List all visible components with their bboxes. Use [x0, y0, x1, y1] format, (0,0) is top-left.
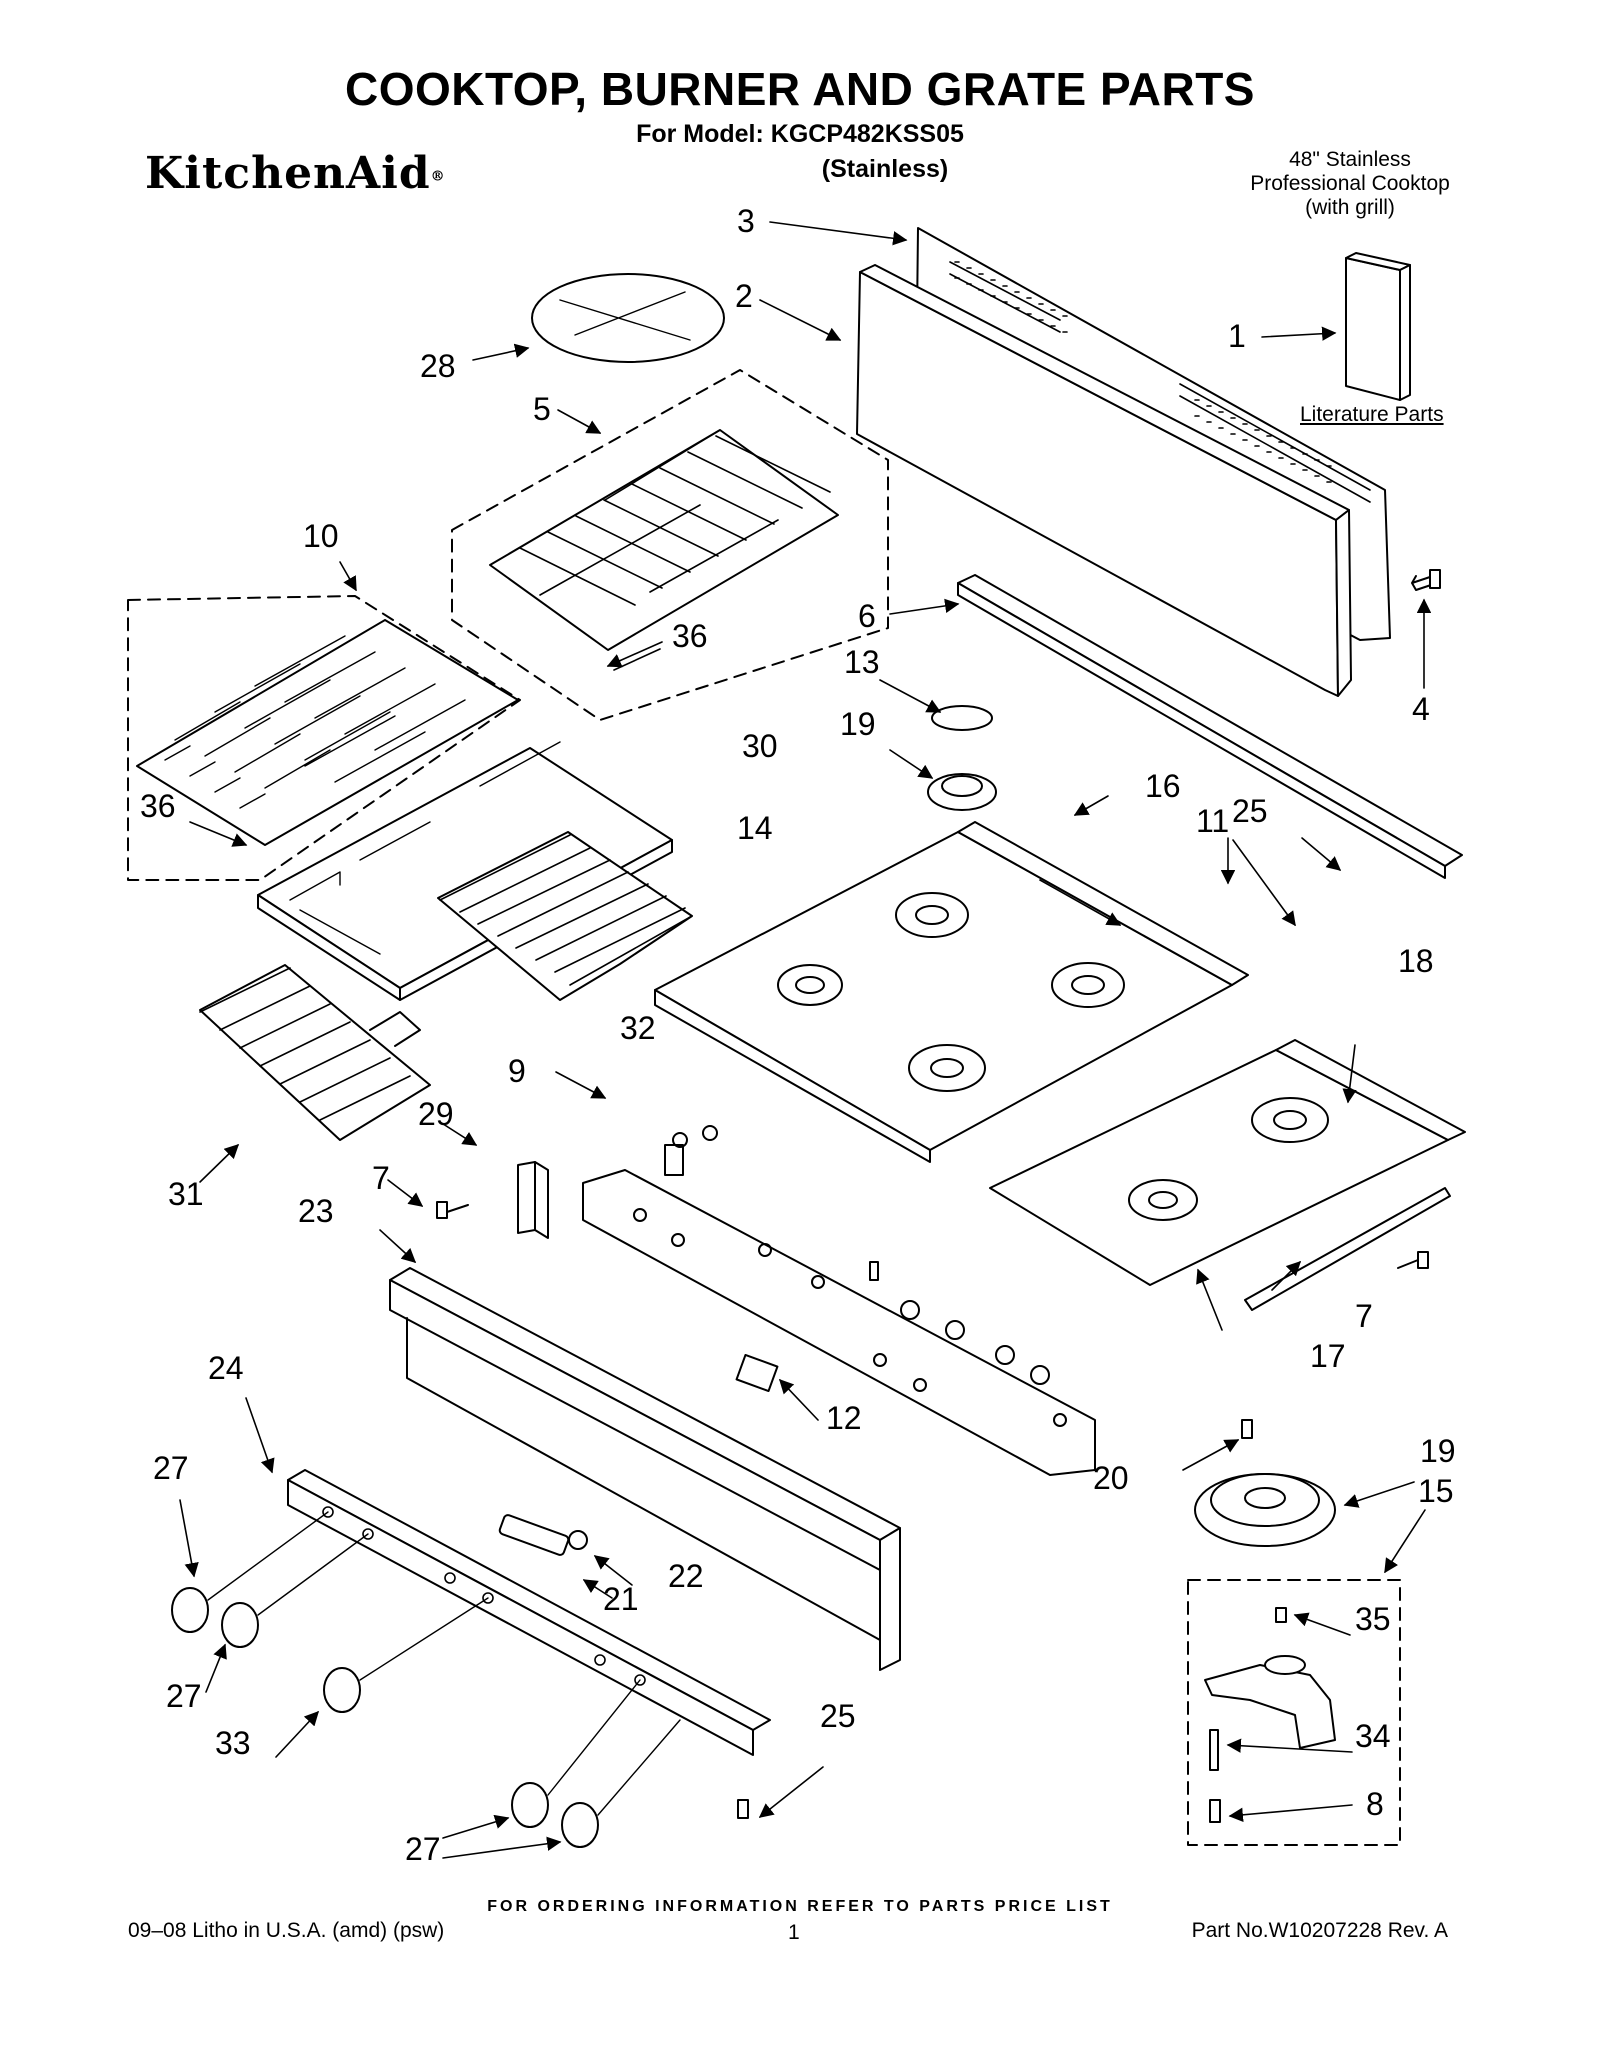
- page-title: COOKTOP, BURNER AND GRATE PARTS: [344, 63, 1255, 115]
- callout-24: 24: [208, 1350, 244, 1386]
- page-number: 1: [788, 1921, 800, 1944]
- registered-mark: ®: [430, 168, 446, 185]
- backguard: [856, 261, 1352, 697]
- callout-5: 5: [533, 391, 551, 427]
- callout-23: 23: [298, 1193, 334, 1229]
- manifold-bracket: [582, 1125, 1096, 1476]
- product-line-3: (with grill): [1305, 196, 1395, 219]
- callout-7-left: 7: [372, 1160, 390, 1196]
- leader-lines: [179, 221, 1432, 1859]
- burner-valve-assembly: [1187, 1579, 1401, 1846]
- callout-29: 29: [418, 1096, 454, 1132]
- callout-17: 17: [1310, 1338, 1346, 1374]
- spark-module: [517, 1161, 549, 1239]
- burner-head-upper: [927, 773, 997, 811]
- callout-6: 6: [858, 598, 876, 634]
- rivet: [568, 1530, 588, 1550]
- callout-20: 20: [1093, 1460, 1129, 1496]
- litho-info: 09–08 Litho in U.S.A. (amd) (psw): [128, 1919, 445, 1942]
- callout-34: 34: [1355, 1718, 1391, 1754]
- cooktop-main-panel: [654, 821, 1249, 1163]
- flavor-generator-bars: [437, 831, 693, 1001]
- callout-30: 30: [742, 728, 778, 764]
- callout-19-upper: 19: [840, 706, 876, 742]
- product-line-2: Professional Cooktop: [1250, 172, 1450, 195]
- callout-33: 33: [215, 1725, 251, 1761]
- burner-grates: [451, 369, 889, 721]
- callout-9: 9: [508, 1053, 526, 1089]
- callout-18: 18: [1398, 943, 1434, 979]
- callout-10: 10: [303, 518, 339, 554]
- callout-25-lower: 25: [820, 1698, 856, 1734]
- side-trim-strip: [1244, 1187, 1451, 1311]
- brand-logo: KitchenAid®: [145, 148, 446, 199]
- part-number: Part No.W10207228 Rev. A: [1191, 1919, 1448, 1942]
- brand-name: KitchenAid: [145, 148, 431, 199]
- callout-21: 21: [603, 1581, 639, 1617]
- grill-disk: [531, 273, 725, 363]
- literature-booklet: [1345, 252, 1411, 401]
- callout-35: 35: [1355, 1601, 1391, 1637]
- product-description: 48" Stainless Professional Cooktop (with…: [1220, 148, 1480, 220]
- callout-1: 1: [1228, 318, 1246, 354]
- callout-4: 4: [1412, 691, 1430, 727]
- callout-2: 2: [735, 278, 753, 314]
- finish-label: (Stainless): [821, 155, 949, 183]
- control-knobs: [171, 1511, 681, 1848]
- control-panel-housing: [389, 1267, 901, 1671]
- callout-31: 31: [168, 1176, 204, 1212]
- callout-22: 22: [668, 1558, 704, 1594]
- literature-parts-label: Literature Parts: [1300, 403, 1444, 426]
- callout-11: 11: [1196, 803, 1230, 839]
- ordering-info: FOR ORDERING INFORMATION REFER TO PARTS …: [487, 1898, 1113, 1915]
- callout-27-b: 27: [166, 1678, 202, 1714]
- callout-36-upper: 36: [672, 618, 708, 654]
- product-line-1: 48" Stainless: [1289, 148, 1411, 171]
- callout-12: 12: [826, 1400, 862, 1436]
- callout-27-a: 27: [153, 1450, 189, 1486]
- ignition-plate: [735, 1353, 779, 1393]
- indicator-lens: [498, 1514, 570, 1556]
- callout-7-right: 7: [1355, 1298, 1373, 1334]
- callout-27-c: 27: [405, 1831, 441, 1867]
- callout-25-upper: 25: [1232, 793, 1268, 829]
- control-panel: [287, 1469, 771, 1756]
- callout-14: 14: [737, 810, 773, 846]
- callout-13: 13: [844, 644, 880, 680]
- callout-3: 3: [737, 203, 755, 239]
- screw-7-right: [1397, 1251, 1429, 1269]
- callout-28: 28: [420, 348, 456, 384]
- callout-36-lower: 36: [140, 788, 176, 824]
- burner-cap: [931, 705, 993, 731]
- screw-4: [1411, 569, 1441, 591]
- callout-16: 16: [1145, 768, 1181, 804]
- screw-7-left: [436, 1201, 469, 1219]
- model-number: For Model: KGCP482KSS05: [636, 120, 964, 148]
- grill-grate: [127, 595, 521, 881]
- cooktop-side-panel: [989, 1039, 1466, 1286]
- callout-8: 8: [1366, 1786, 1384, 1822]
- flavor-bars-loose: [199, 964, 431, 1141]
- screw-20: [1241, 1419, 1253, 1439]
- screw-25-lower: [737, 1799, 749, 1819]
- burner-base: [1194, 1473, 1336, 1547]
- callout-32: 32: [620, 1010, 656, 1046]
- callout-15: 15: [1418, 1473, 1454, 1509]
- callout-19-lower: 19: [1420, 1433, 1456, 1469]
- rear-rail: [957, 574, 1463, 879]
